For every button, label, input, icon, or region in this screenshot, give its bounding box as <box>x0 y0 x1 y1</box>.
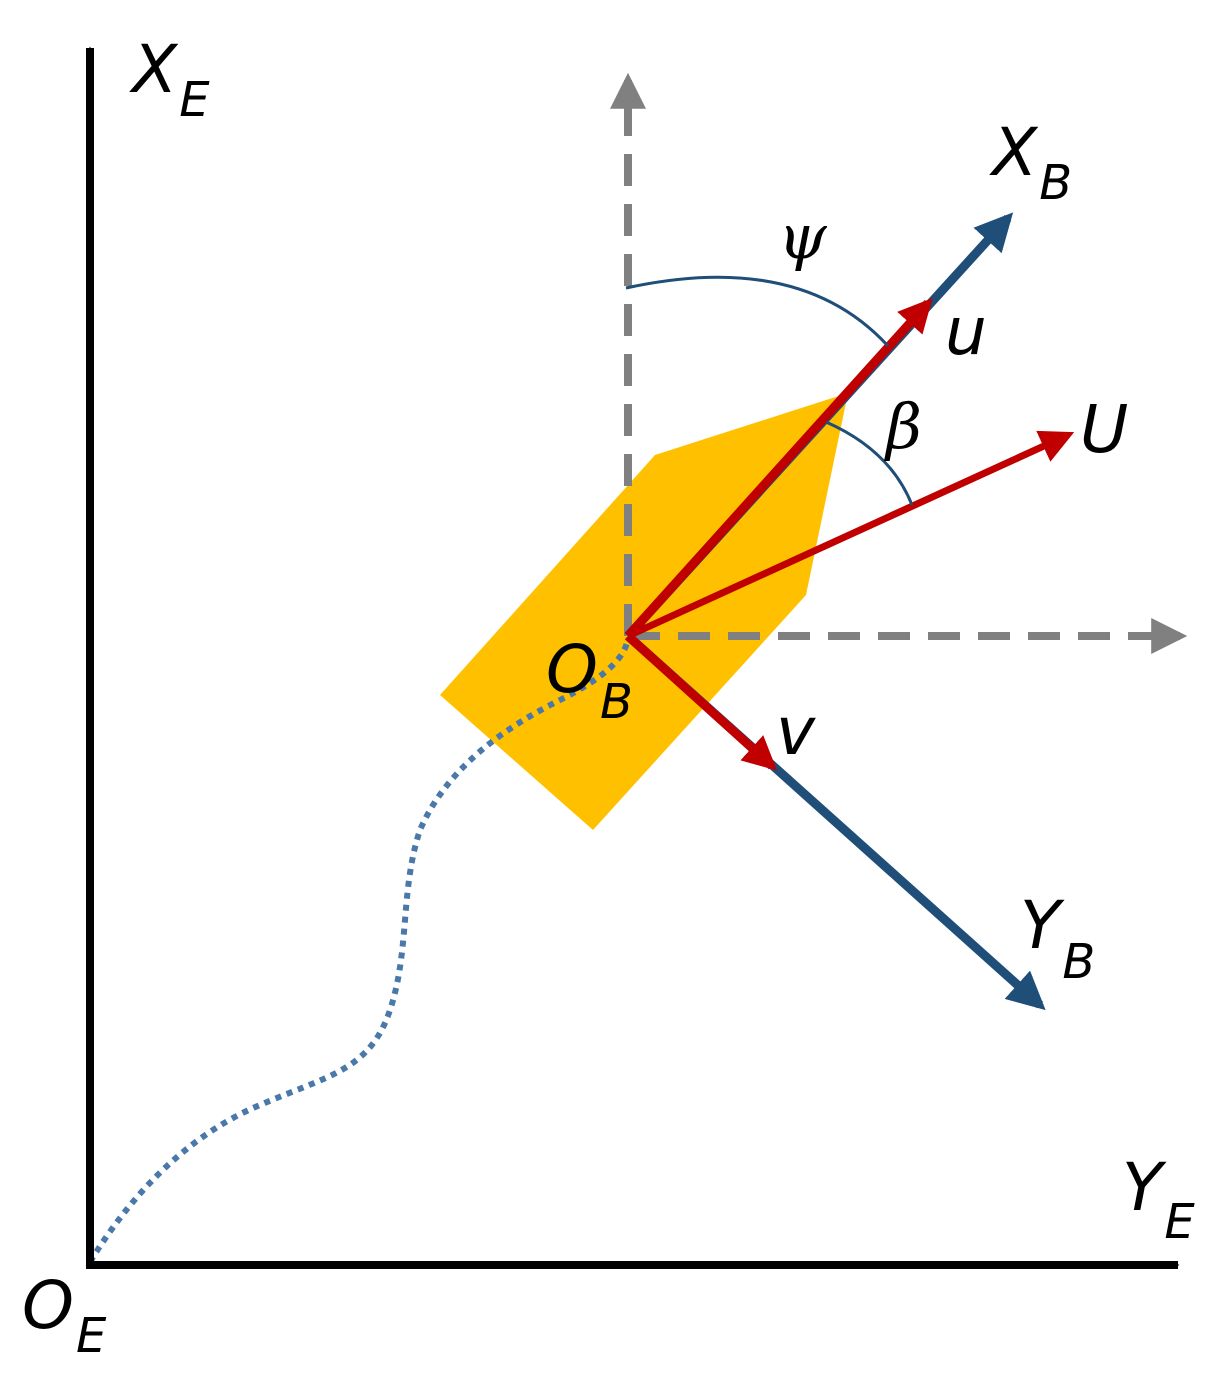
sway-label: v <box>776 693 816 770</box>
surge-velocity-vector <box>624 297 933 640</box>
body-y-axis-label: YB <box>1020 887 1095 990</box>
heading-angle-arc <box>625 275 890 348</box>
heading-angle-label: ψ <box>778 200 828 273</box>
drift-angle-label: β <box>884 390 922 463</box>
body-origin-label: OB <box>546 631 633 730</box>
drift-angle-arc <box>825 420 914 506</box>
speed-label: U <box>1080 391 1128 468</box>
earth-origin-label: OE <box>22 1267 107 1364</box>
sway-velocity-vector <box>624 632 778 771</box>
speed-vector <box>626 430 1075 640</box>
surge-label: u <box>945 293 987 370</box>
earth-y-axis-label: YE <box>1122 1149 1195 1250</box>
earth-x-axis-label: XE <box>129 31 210 128</box>
body-x-axis-label: XB <box>989 114 1072 211</box>
